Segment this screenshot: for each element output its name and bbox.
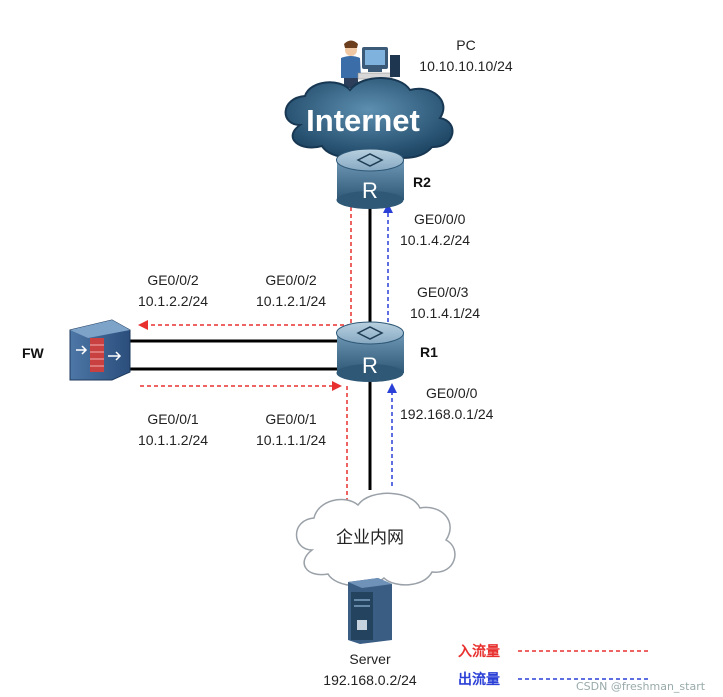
pc-name-label: PC — [456, 37, 476, 53]
internet-label: Internet — [306, 103, 420, 138]
fw-name-label: FW — [22, 345, 44, 361]
server-ip-label: 192.168.0.2/24 — [323, 672, 417, 688]
r1-ge000-label: GE0/0/0 — [426, 385, 478, 401]
r1-ge003-label: GE0/0/3 — [417, 284, 469, 300]
pc-icon — [341, 40, 400, 88]
inbound-traffic-path — [138, 200, 352, 514]
r2-ge000-label: GE0/0/0 — [414, 211, 466, 227]
r1-ge002-ip-label: 10.1.2.1/24 — [255, 293, 327, 309]
r1-ge002-label: GE0/0/2 — [265, 272, 317, 288]
legend-inbound-label: 入流量 — [458, 644, 500, 660]
r1-ge001-label: GE0/0/1 — [265, 411, 317, 427]
r1-ge000-ip-label: 192.168.0.1/24 — [400, 406, 494, 422]
pc-ip-label: 10.10.10.10/24 — [419, 58, 513, 74]
links — [128, 200, 372, 490]
r2-ge000-ip-label: 10.1.4.2/24 — [400, 232, 471, 248]
fw-ge001-label: GE0/0/1 — [147, 411, 199, 427]
router-r2-icon: R — [336, 148, 404, 209]
intranet-cloud — [295, 492, 456, 587]
outbound-traffic-path — [383, 203, 397, 486]
r2-router-letter: R — [362, 178, 378, 203]
r1-ge001-ip-label: 10.1.1.1/24 — [255, 432, 327, 448]
fw-ge002-label: GE0/0/2 — [147, 272, 199, 288]
server-name-label: Server — [349, 651, 391, 667]
watermark: CSDN @freshman_start — [576, 680, 706, 693]
fw-ge002-ip-label: 10.1.2.2/24 — [137, 293, 209, 309]
r2-name-label: R2 — [413, 174, 431, 190]
r1-ge003-ip-label: 10.1.4.1/24 — [410, 305, 481, 321]
router-r1-icon: R — [336, 321, 404, 382]
r1-name-label: R1 — [420, 344, 438, 360]
legend-outbound-label: 出流量 — [458, 672, 500, 688]
server-icon — [348, 578, 392, 644]
fw-ge001-ip-label: 10.1.1.2/24 — [137, 432, 209, 448]
firewall-icon — [69, 319, 131, 381]
internet-cloud: Internet — [284, 77, 454, 159]
intranet-label: 企业内网 — [336, 528, 404, 548]
r1-router-letter: R — [362, 353, 378, 378]
